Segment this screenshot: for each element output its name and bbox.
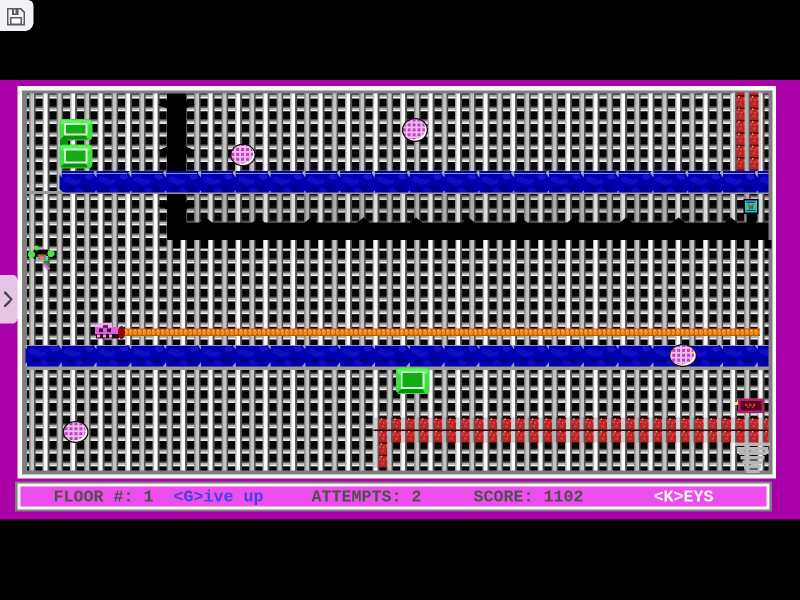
svg-text:ATTEMPTS: 2: ATTEMPTS: 2 [312,488,422,507]
svg-text:<G>ive up: <G>ive up [174,488,264,507]
svg-text:W: W [748,203,754,213]
svg-text:FLOOR #: 1: FLOOR #: 1 [54,488,154,507]
svg-text:<K>EYS: <K>EYS [654,488,714,507]
svg-text:SCORE: 1102: SCORE: 1102 [474,488,584,507]
